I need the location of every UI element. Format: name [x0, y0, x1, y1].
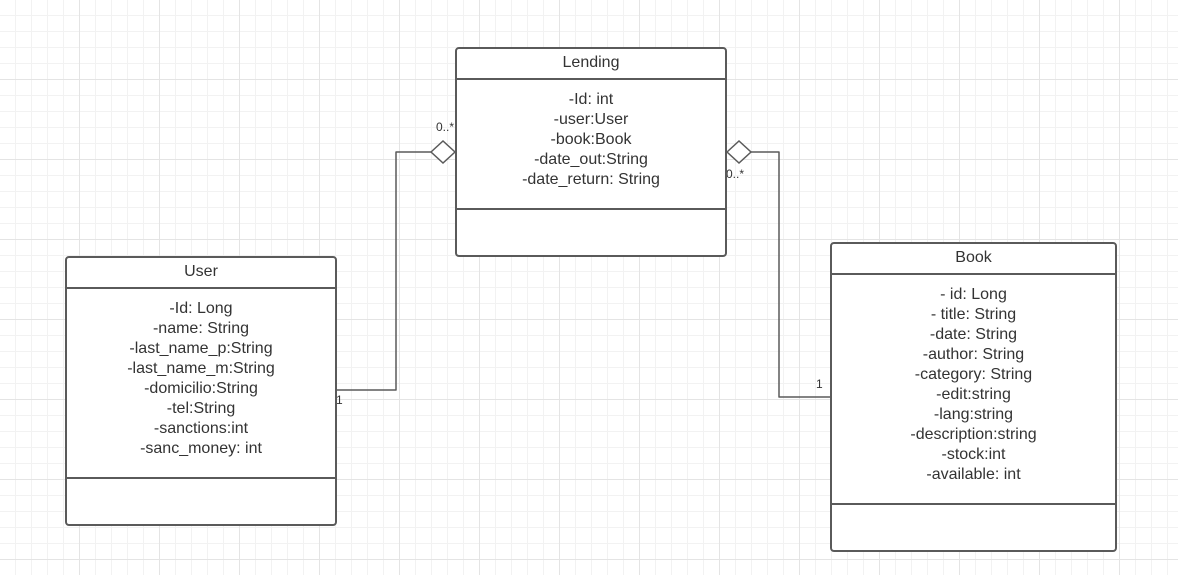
- book-attribute: -lang:string: [933, 406, 1014, 423]
- book-attribute: -author: String: [922, 346, 1025, 363]
- book-lending-source-multiplicity: 1: [816, 377, 823, 391]
- book-attribute: -date: String: [929, 326, 1018, 343]
- class-user-attributes: -Id: Long -name: String -last_name_p:Str…: [67, 289, 335, 479]
- user-attribute: -last_name_m:String: [127, 360, 275, 377]
- class-book-name: Book: [832, 244, 1115, 275]
- user-attribute: -domicilio:String: [144, 380, 258, 397]
- lending-attribute: -Id: int: [568, 91, 614, 108]
- class-book-attributes: - id: Long - title: String -date: String…: [832, 275, 1115, 505]
- lending-attribute: -book:Book: [550, 131, 632, 148]
- class-book-operations: [832, 505, 1115, 550]
- book-lending-aggregation-diamond: [725, 139, 753, 165]
- book-attribute: -available: int: [926, 466, 1021, 483]
- book-lending-association-line[interactable]: [751, 151, 831, 398]
- user-attribute: -sanc_money: int: [140, 440, 262, 457]
- book-attribute: -stock:int: [941, 446, 1006, 463]
- user-lending-aggregation-diamond: [429, 139, 457, 165]
- class-lending-operations: [457, 210, 725, 255]
- user-lending-association-line[interactable]: [336, 151, 431, 391]
- book-attribute: -description:string: [910, 426, 1037, 443]
- lending-attribute: -date_out:String: [534, 151, 648, 168]
- lending-attribute: -date_return: String: [522, 171, 660, 188]
- user-lending-source-multiplicity: 1: [336, 393, 343, 407]
- class-user-operations: [67, 479, 335, 524]
- class-user-name: User: [67, 258, 335, 289]
- book-attribute: -category: String: [914, 366, 1033, 383]
- class-lending-name: Lending: [457, 49, 725, 80]
- lending-attribute: -user:User: [553, 111, 629, 128]
- user-attribute: -sanctions:int: [153, 420, 249, 437]
- class-lending[interactable]: Lending -Id: int -user:User -book:Book -…: [455, 47, 727, 257]
- user-lending-target-multiplicity: 0..*: [436, 120, 454, 134]
- class-user[interactable]: User -Id: Long -name: String -last_name_…: [65, 256, 337, 526]
- user-attribute: -Id: Long: [169, 300, 233, 317]
- book-attribute: -edit:string: [936, 386, 1011, 403]
- book-attribute: - title: String: [930, 306, 1017, 323]
- user-attribute: -last_name_p:String: [129, 340, 273, 357]
- class-lending-attributes: -Id: int -user:User -book:Book -date_out…: [457, 80, 725, 210]
- book-lending-target-multiplicity: 0..*: [726, 167, 744, 181]
- user-attribute: -name: String: [152, 320, 250, 337]
- user-attribute: -tel:String: [166, 400, 236, 417]
- class-book[interactable]: Book - id: Long - title: String -date: S…: [830, 242, 1117, 552]
- book-attribute: - id: Long: [940, 286, 1007, 303]
